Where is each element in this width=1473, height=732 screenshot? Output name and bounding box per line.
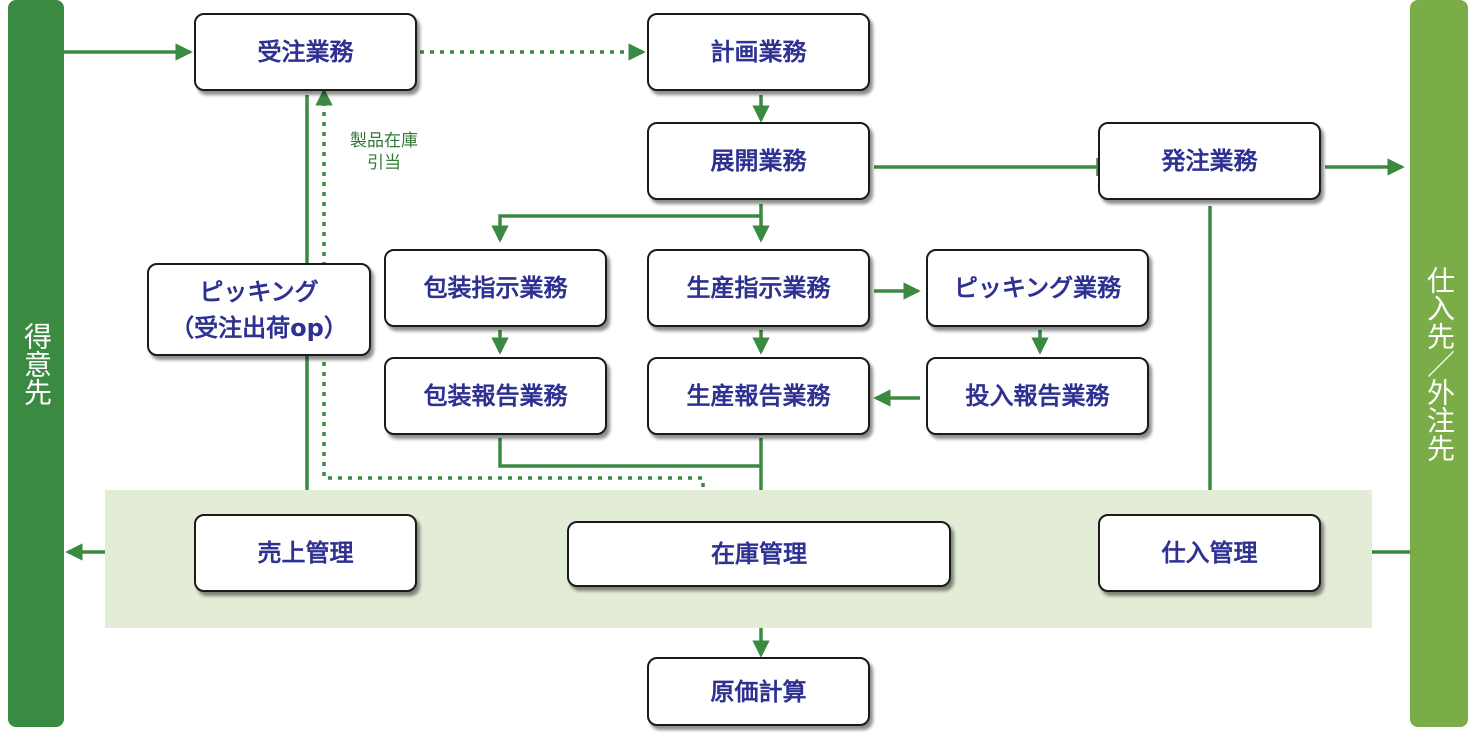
supplier-label: 仕入先／外注先 bbox=[1423, 265, 1456, 462]
allocation-note-line1: 製品在庫 bbox=[350, 131, 418, 151]
pack-report-label: 包装報告業務 bbox=[423, 382, 568, 410]
production-instruction-label: 生産指示業務 bbox=[686, 274, 831, 302]
picking-box: ピッキング業務 bbox=[926, 249, 1149, 327]
purchasing-label: 仕入管理 bbox=[1161, 539, 1258, 567]
order-box: 受注業務 bbox=[194, 13, 417, 91]
pack-instruction-box: 包装指示業務 bbox=[384, 249, 607, 327]
edge-pack-report-merge bbox=[498, 438, 761, 468]
plan-box: 計画業務 bbox=[647, 13, 870, 91]
production-instruction-box: 生産指示業務 bbox=[647, 249, 870, 327]
costing-label: 原価計算 bbox=[710, 677, 807, 706]
customer-label: 得意先 bbox=[20, 321, 53, 406]
supplier-bar: 仕入先／外注先 bbox=[1410, 0, 1468, 727]
edge-expand-split bbox=[491, 204, 763, 243]
sales-box: 売上管理 bbox=[194, 514, 417, 592]
costing-box: 原価計算 bbox=[647, 657, 870, 726]
production-report-box: 生産報告業務 bbox=[647, 357, 870, 435]
allocation-note: 製品在庫 引当 bbox=[334, 130, 434, 174]
purchasing-box: 仕入管理 bbox=[1098, 514, 1321, 592]
picking-op-label-line1: ピッキング bbox=[199, 277, 319, 306]
inventory-label: 在庫管理 bbox=[711, 540, 807, 568]
expand-box: 展開業務 bbox=[647, 122, 870, 200]
plan-label: 計画業務 bbox=[710, 38, 807, 66]
purchase-order-label: 発注業務 bbox=[1161, 147, 1258, 175]
input-report-box: 投入報告業務 bbox=[926, 357, 1149, 435]
inventory-box: 在庫管理 bbox=[567, 521, 951, 587]
pack-report-box: 包装報告業務 bbox=[384, 357, 607, 435]
input-report-label: 投入報告業務 bbox=[965, 382, 1110, 410]
picking-label: ピッキング業務 bbox=[953, 274, 1122, 302]
expand-label: 展開業務 bbox=[710, 147, 807, 175]
pack-instruction-label: 包装指示業務 bbox=[423, 274, 568, 302]
production-report-label: 生産報告業務 bbox=[686, 382, 831, 410]
picking-op-box: ピッキング （受注出荷op） bbox=[147, 263, 371, 356]
picking-op-label-line2: （受注出荷op） bbox=[170, 313, 348, 342]
order-label: 受注業務 bbox=[257, 38, 354, 66]
purchase-order-box: 発注業務 bbox=[1098, 122, 1321, 200]
customer-bar: 得意先 bbox=[8, 0, 64, 727]
allocation-note-line2: 引当 bbox=[367, 153, 401, 173]
sales-label: 売上管理 bbox=[257, 539, 354, 567]
